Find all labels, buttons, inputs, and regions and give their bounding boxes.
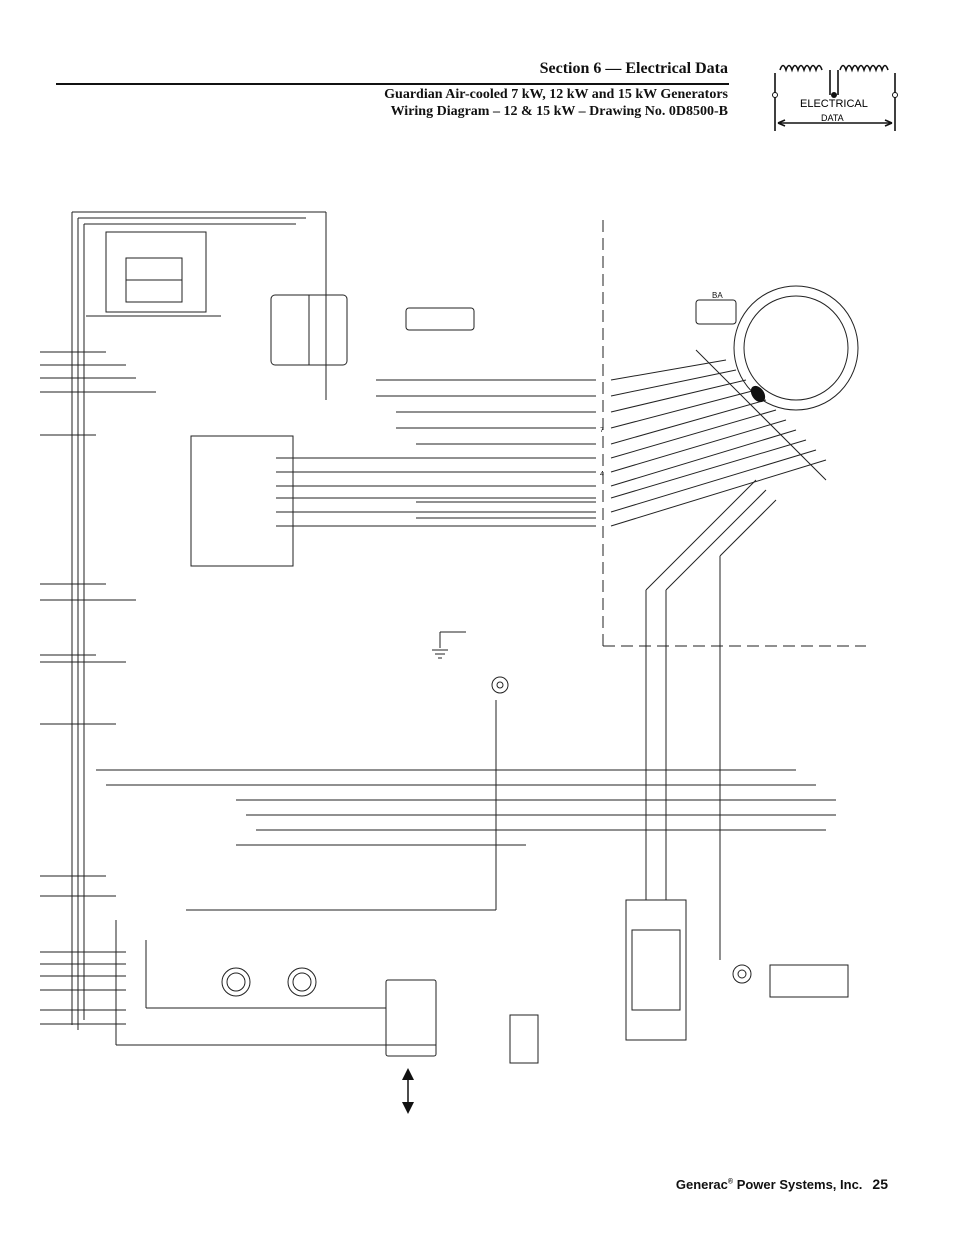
stator-label: BA <box>712 291 723 300</box>
logo-line1: ELECTRICAL <box>800 98 868 110</box>
page-header: Section 6 — Electrical Data Guardian Air… <box>0 0 954 140</box>
company-name-rest: Power Systems, Inc. <box>733 1177 863 1192</box>
company-name: Generac <box>675 1177 728 1192</box>
electrical-data-logo: ELECTRICAL DATA <box>772 64 898 131</box>
section-title: Section 6 — Electrical Data <box>539 60 728 77</box>
page-number: 25 <box>872 1176 888 1192</box>
registered-mark: ® <box>727 1178 734 1186</box>
terminal-7-label: 7 <box>600 427 604 434</box>
wiring-diagram: BA 7 4 <box>40 211 866 1114</box>
header-rule <box>56 83 729 85</box>
terminal-4-label: 4 <box>600 471 604 478</box>
page-footer: Generac® Power Systems, Inc. 25 <box>676 1176 888 1192</box>
subtitle-line2: Wiring Diagram – 12 & 15 kW – Drawing No… <box>390 104 728 119</box>
logo-line2: DATA <box>821 113 844 123</box>
subtitle-line1: Guardian Air-cooled 7 kW, 12 kW and 15 k… <box>384 87 728 102</box>
